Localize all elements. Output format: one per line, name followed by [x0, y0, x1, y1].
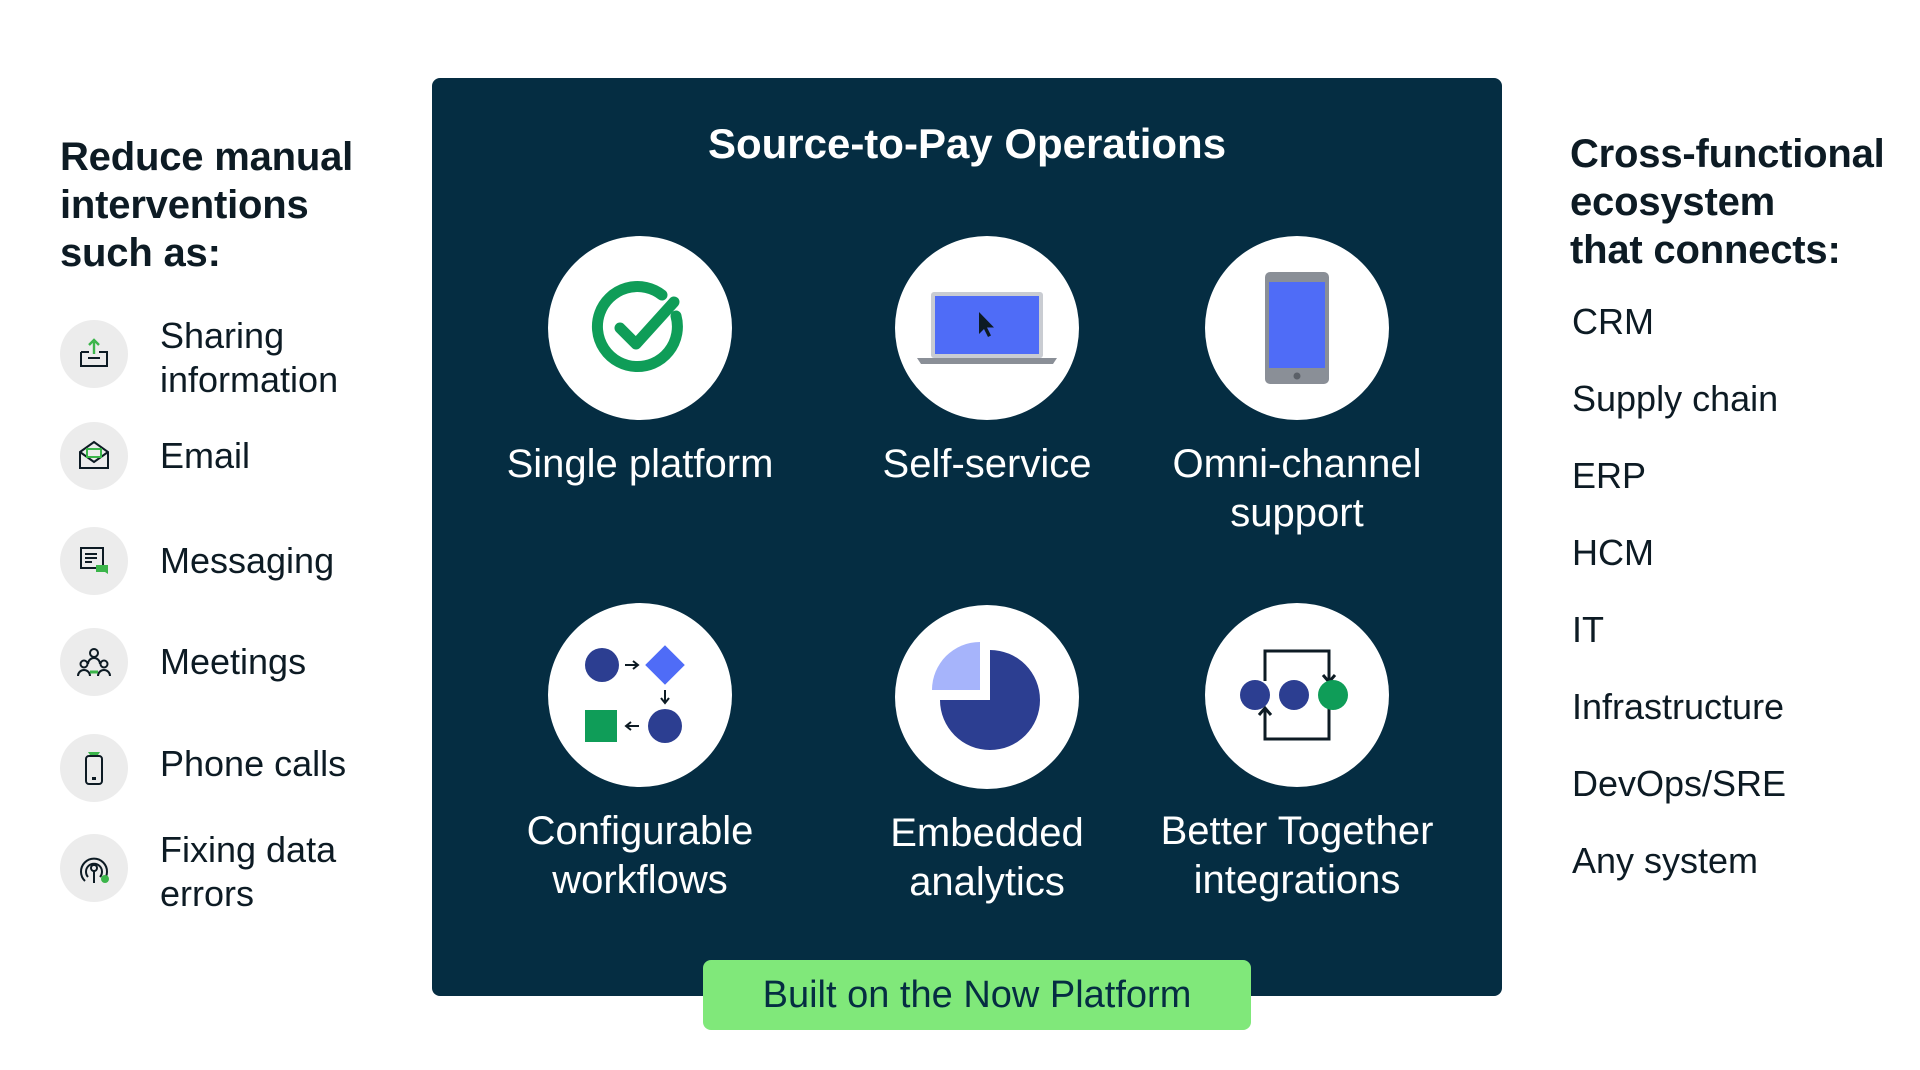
list-item: Fixing data errors — [60, 829, 390, 924]
feature-label: Embedded analytics — [890, 811, 1084, 904]
right-heading: Cross-functional ecosystem that connects… — [1570, 132, 1885, 272]
panel-title: Source-to-Pay Operations — [707, 120, 1227, 167]
list-item: Sharing information — [60, 315, 390, 406]
list-item-label: Email — [160, 435, 251, 476]
feature-label: Omni-channel support — [1172, 442, 1422, 535]
people-icon — [60, 628, 128, 696]
feature-label: Better Together integrations — [1160, 809, 1434, 902]
list-item: CRM — [1572, 301, 1654, 342]
data-fix-icon — [60, 834, 128, 902]
list-item: DevOps/SRE — [1572, 763, 1787, 804]
integration-cycle-icon — [1205, 603, 1389, 787]
feature-better-together: Better Together integrations — [1132, 603, 1462, 905]
checkmark-circle-icon — [548, 236, 732, 420]
list-item-label: Sharing information — [160, 315, 339, 400]
list-item: Phone calls — [60, 732, 390, 822]
list-item-label: Messaging — [160, 540, 335, 581]
envelope-icon — [60, 422, 128, 490]
feature-label: Single platform — [506, 442, 774, 486]
feature-label: Configurable workflows — [526, 809, 754, 902]
left-heading: Reduce manual interventions such as: — [60, 135, 354, 275]
left-column: Reduce manual interventions such as: — [60, 133, 390, 277]
workflow-shapes-icon — [548, 603, 732, 787]
feature-omni-channel: Omni-channel support — [1132, 236, 1462, 538]
feature-self-service: Self-service — [822, 236, 1152, 489]
list-item: Any system — [1572, 840, 1759, 881]
now-platform-button[interactable]: Built on the Now Platform — [703, 960, 1251, 1030]
list-item: Supply chain — [1572, 378, 1779, 419]
list-item-label: Phone calls — [160, 743, 347, 784]
list-item: Email — [60, 422, 390, 512]
ecosystem-list: CRM Supply chain ERP HCM IT Infrastructu… — [1572, 300, 1902, 916]
right-column: Cross-functional ecosystem that connects… — [1570, 130, 1910, 881]
feature-configurable-workflows: Configurable workflows — [475, 603, 805, 905]
phone-icon — [60, 734, 128, 802]
list-item: Infrastructure — [1572, 686, 1785, 727]
list-item: ERP — [1572, 455, 1647, 496]
laptop-cursor-icon — [895, 236, 1079, 420]
share-info-icon — [60, 320, 128, 388]
list-item-label: Meetings — [160, 641, 307, 682]
feature-single-platform: Single platform — [475, 236, 805, 489]
list-item: IT — [1572, 609, 1604, 650]
feature-embedded-analytics: Embedded analytics — [822, 605, 1152, 907]
list-item: HCM — [1572, 532, 1654, 573]
tablet-icon — [1205, 236, 1389, 420]
chat-icon — [60, 527, 128, 595]
pie-chart-icon — [895, 605, 1079, 789]
list-item: Messaging — [60, 525, 390, 615]
feature-label: Self-service — [882, 442, 1092, 486]
list-item: Meetings — [60, 626, 390, 716]
source-to-pay-panel: Source-to-Pay Operations Single platform… — [432, 78, 1502, 996]
list-item-label: Fixing data errors — [160, 829, 337, 914]
